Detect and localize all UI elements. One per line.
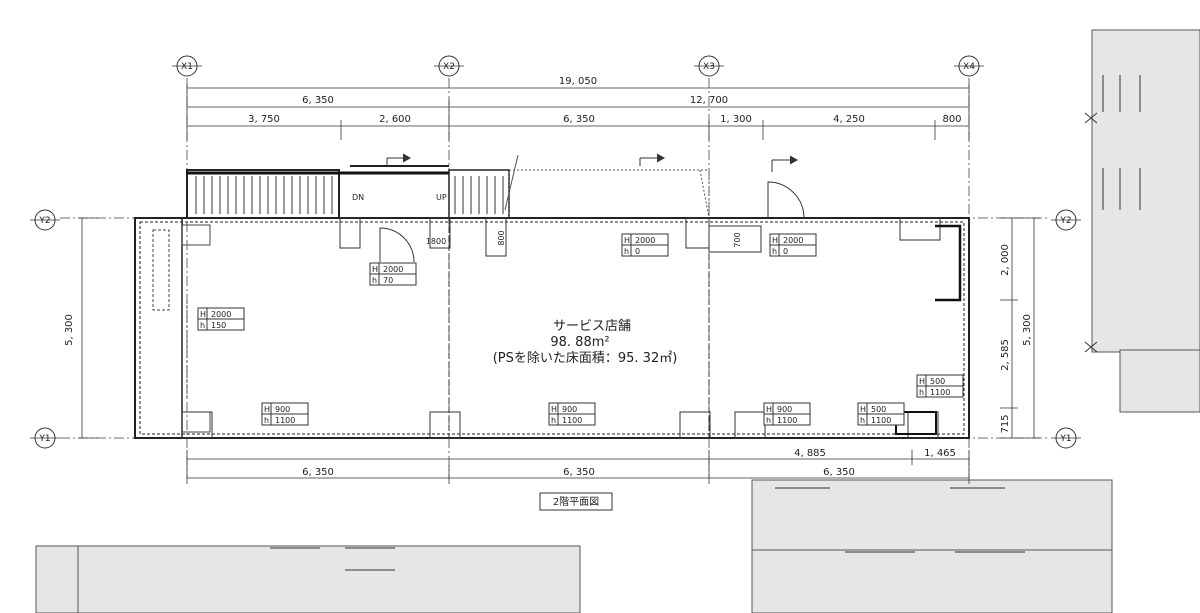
svg-text:H: H bbox=[766, 405, 772, 414]
grid-label-x1: X1 bbox=[181, 62, 193, 72]
svg-text:h: h bbox=[264, 416, 269, 425]
svg-text:H: H bbox=[919, 377, 925, 386]
exterior-walls bbox=[134, 217, 970, 439]
opening-tag: H 2000 h 70 bbox=[369, 262, 417, 286]
dim-bottom-3: 6, 350 bbox=[823, 467, 855, 478]
dim-sub-2: 2, 600 bbox=[379, 114, 411, 125]
opening-tag: H 900 h 1100 bbox=[548, 402, 596, 426]
dim-right-sub-2: 2, 585 bbox=[1000, 339, 1011, 371]
opening-sill: 150 bbox=[211, 321, 226, 330]
drawing-title: 2階平面図 bbox=[553, 496, 599, 508]
grid-label-y2-right: Y2 bbox=[1059, 216, 1071, 226]
stair-down-label: DN bbox=[352, 193, 364, 202]
opening-sill: 1100 bbox=[275, 416, 295, 425]
title-box bbox=[539, 492, 613, 511]
opening-tag: H 900 h 1100 bbox=[763, 402, 811, 426]
stair-up-label: UP bbox=[436, 193, 447, 202]
section-markers bbox=[386, 153, 799, 172]
dim-sub-1: 3, 750 bbox=[248, 114, 280, 125]
opening-height: 2000 bbox=[383, 265, 403, 274]
svg-text:h: h bbox=[372, 276, 377, 285]
opening-height: 2000 bbox=[783, 236, 803, 245]
svg-text:h: h bbox=[919, 388, 924, 397]
opening-height: 500 bbox=[930, 377, 945, 386]
svg-text:h: h bbox=[624, 247, 629, 256]
opening-height: 2000 bbox=[635, 236, 655, 245]
dim-bottom-sub-1: 4, 885 bbox=[794, 448, 826, 459]
opening-height: 500 bbox=[871, 405, 886, 414]
dimension-lines-top bbox=[186, 84, 970, 140]
opening-sill: 1100 bbox=[562, 416, 582, 425]
dim-right-total: 5, 300 bbox=[1022, 314, 1033, 346]
label-700: 700 bbox=[733, 232, 742, 247]
grid-label-y2-left: Y2 bbox=[38, 216, 50, 226]
room-note: (PSを除いた床面積：95. 32㎡) bbox=[493, 351, 678, 366]
label-800: 800 bbox=[497, 230, 506, 245]
dim-left-height: 5, 300 bbox=[64, 314, 75, 346]
ps-shaft bbox=[935, 224, 962, 302]
neighbor-building-right bbox=[1091, 29, 1200, 353]
svg-text:H: H bbox=[551, 405, 557, 414]
dimension-lines-left bbox=[78, 217, 98, 439]
dimension-lines-bottom bbox=[186, 450, 970, 484]
grid-label-x2: X2 bbox=[443, 62, 455, 72]
neighbor-marks bbox=[1084, 75, 1141, 353]
dim-sub-3: 6, 350 bbox=[563, 114, 595, 125]
opening-height: 900 bbox=[562, 405, 577, 414]
svg-text:H: H bbox=[200, 310, 206, 319]
room-name: サービス店舗 bbox=[553, 319, 631, 334]
svg-text:H: H bbox=[860, 405, 866, 414]
opening-sill: 70 bbox=[383, 276, 393, 285]
dim-bottom-2: 6, 350 bbox=[563, 467, 595, 478]
opening-sill: 1100 bbox=[777, 416, 797, 425]
grid-label-x3: X3 bbox=[703, 62, 715, 72]
opening-tag: H 900 h 1100 bbox=[261, 402, 309, 426]
opening-sill: 0 bbox=[635, 247, 640, 256]
doors bbox=[379, 181, 805, 263]
room-area: 98. 88m² bbox=[550, 335, 609, 350]
neighbor-building-bottom-right bbox=[751, 479, 1113, 613]
svg-text:h: h bbox=[200, 321, 205, 330]
dim-total-width: 19, 050 bbox=[559, 76, 597, 87]
opening-sill: 1100 bbox=[930, 388, 950, 397]
grid-label-y1-left: Y1 bbox=[38, 434, 50, 444]
label-1800: 1800 bbox=[426, 237, 446, 246]
svg-text:h: h bbox=[860, 416, 865, 425]
opening-tag: H 2000 h 150 bbox=[197, 307, 245, 331]
dim-sub-4: 1, 300 bbox=[720, 114, 752, 125]
neighbor-building-bottom-left bbox=[35, 545, 581, 613]
svg-text:h: h bbox=[772, 247, 777, 256]
opening-sill: 1100 bbox=[871, 416, 891, 425]
dim-sub-5: 4, 250 bbox=[833, 114, 865, 125]
dim-bottom-1: 6, 350 bbox=[302, 467, 334, 478]
dim-bottom-sub-2: 1, 465 bbox=[924, 448, 956, 459]
dim-sub-6: 800 bbox=[942, 114, 961, 125]
dim-right-sub-3: 715 bbox=[1000, 414, 1011, 433]
opening-tag: H 500 h 1100 bbox=[916, 374, 964, 398]
svg-text:H: H bbox=[372, 265, 378, 274]
svg-text:H: H bbox=[624, 236, 630, 245]
dim-right-sub-1: 2, 000 bbox=[1000, 244, 1011, 276]
dimension-lines-right bbox=[1000, 217, 1040, 439]
svg-text:h: h bbox=[766, 416, 771, 425]
opening-sill: 0 bbox=[783, 247, 788, 256]
opening-tag: H 500 h 1100 bbox=[857, 402, 905, 426]
balcony-area bbox=[508, 169, 710, 219]
opening-height: 900 bbox=[777, 405, 792, 414]
opening-height: 900 bbox=[275, 405, 290, 414]
opening-height: 2000 bbox=[211, 310, 231, 319]
grid-label-y1-right: Y1 bbox=[1059, 434, 1071, 444]
svg-text:h: h bbox=[551, 416, 556, 425]
dim-span-b: 12, 700 bbox=[690, 95, 728, 106]
svg-text:H: H bbox=[264, 405, 270, 414]
svg-text:H: H bbox=[772, 236, 778, 245]
grid-label-x4: X4 bbox=[963, 62, 975, 72]
dim-span-a: 6, 350 bbox=[302, 95, 334, 106]
